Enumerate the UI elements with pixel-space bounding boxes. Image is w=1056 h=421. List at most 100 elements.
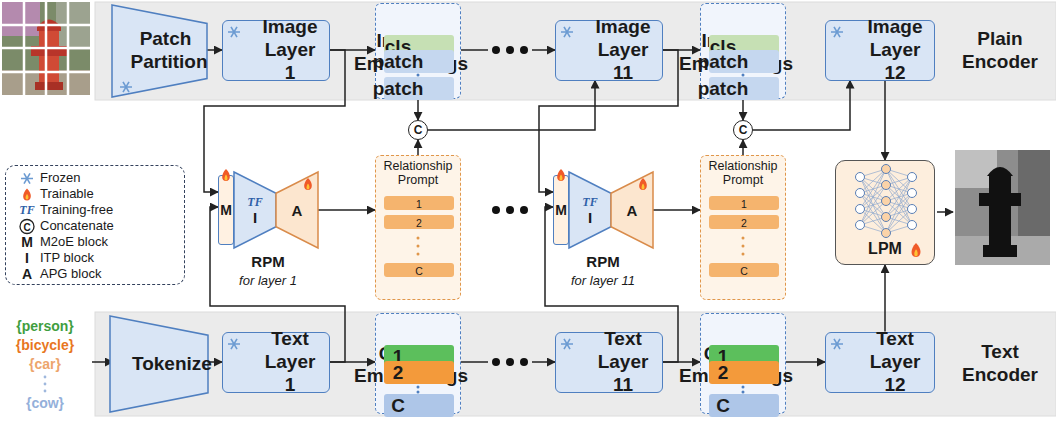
- frozen-layer-box-text: Image Layer 12: [862, 16, 928, 84]
- prompt-token-text: C: [740, 263, 748, 277]
- prompt-token-text: 2: [416, 215, 422, 229]
- patch-token-text: patch: [673, 48, 773, 74]
- frozen-layer-box: Text Layer 1: [222, 332, 330, 393]
- frozen-layer-box-text: Text Layer 1: [257, 328, 323, 396]
- frozen-layer-box-text: Text Layer 12: [862, 328, 928, 396]
- fire-icon-core: [225, 174, 228, 180]
- itp-block-text: TF: [247, 195, 262, 209]
- class-token: 2: [384, 361, 454, 384]
- band-grounds: [95, 2, 1056, 416]
- legend-text: Frozen: [40, 170, 80, 186]
- fire-icon-core: [26, 194, 29, 200]
- frozen-layer-box: Image Layer 1: [222, 20, 330, 81]
- ellipsis-patch: [488, 355, 532, 369]
- concatenate-circle-text: C: [414, 124, 423, 136]
- itp-block-text: I: [253, 209, 257, 226]
- patch-token: patch: [384, 77, 454, 100]
- legend-text: Trainable: [40, 186, 94, 202]
- snowflake-icon: [21, 173, 33, 183]
- prompt-token: 2: [709, 215, 779, 229]
- apg-block-shape: [276, 172, 318, 248]
- fire-icon: [912, 243, 921, 257]
- encoder-band-text: Plain Encoder: [950, 28, 1050, 74]
- itp-block-text: I: [588, 209, 592, 226]
- class-embedding-group: Class Embeddings12C: [375, 313, 461, 414]
- connector-arrow: [884, 81, 886, 161]
- module-caption: for layer 1: [239, 274, 297, 288]
- class-name: {car}: [29, 357, 61, 372]
- legend-box: FrozenTrainableTraining-freeConcatenateM…: [5, 165, 185, 285]
- connector-arrow: [786, 361, 825, 363]
- legend-symbol: M: [21, 235, 33, 250]
- legend-symbol: I: [25, 251, 29, 266]
- module-caption: for layer 11: [571, 274, 635, 288]
- concat-symbol: [20, 220, 34, 234]
- input-photo: [2, 2, 90, 95]
- patch-token-text: patch: [348, 75, 448, 101]
- output-arrow: [937, 211, 953, 213]
- network-neuron: [882, 213, 891, 222]
- legend-swatch: [14, 170, 40, 186]
- ellipsis-dot: [44, 390, 47, 393]
- class-token: 2: [709, 361, 779, 384]
- photo-flowers: [2, 2, 40, 36]
- prompt-token: 1: [709, 196, 779, 210]
- concatenate-circle: C: [408, 120, 428, 140]
- prompt-token: 2: [384, 215, 454, 229]
- snowflake-icon: [228, 26, 240, 36]
- legend-text: Training-free: [40, 202, 113, 218]
- ellipsis-dot: [492, 206, 500, 214]
- legend-row: Concatenate: [14, 218, 184, 234]
- patch-token-text: patch: [673, 75, 773, 101]
- ellipsis-dot: [492, 46, 500, 54]
- legend-symbol: TF: [19, 204, 34, 217]
- prompt-token-text: C: [415, 263, 423, 277]
- legend-swatch: [14, 250, 40, 266]
- m2oe-block: M: [218, 175, 234, 245]
- network-neuron: [856, 173, 865, 182]
- connector-arrow: [663, 361, 700, 363]
- itp-block-shape: [234, 172, 276, 248]
- m2oe-block-text: M: [555, 203, 567, 217]
- class-embedding-group: Class Embeddings12C: [700, 313, 786, 414]
- tokenize-block-text: Tokenize: [132, 353, 202, 376]
- ellipsis-dot: [742, 237, 745, 240]
- patch-token-text: patch: [348, 48, 448, 74]
- class-token-text: C: [348, 392, 448, 418]
- patch-token: patch: [384, 50, 454, 73]
- frozen-layer-box: Image Layer 11: [555, 20, 663, 81]
- layer-ellipsis: [492, 206, 528, 214]
- connector-arrow: [318, 209, 375, 211]
- class-name: {cow}: [26, 396, 64, 411]
- patch-grid: [2, 2, 90, 95]
- ellipsis-dot: [520, 358, 528, 366]
- ellipsis-dot: [417, 245, 420, 248]
- fire-icon: [23, 189, 31, 201]
- patch-partition-block-text: Patch Partition: [131, 28, 201, 74]
- legend-row: Frozen: [14, 170, 184, 186]
- legend-swatch: [14, 202, 40, 218]
- frozen-layer-box-text: Text Layer 11: [590, 328, 656, 396]
- apg-block: A: [276, 172, 318, 248]
- itp-block: TFI: [234, 172, 276, 248]
- ellipsis-dot: [506, 46, 514, 54]
- fire-icon: [557, 169, 565, 181]
- network-neuron: [882, 181, 891, 190]
- connector-arrow: [884, 265, 886, 332]
- frozen-layer-box-text: Image Layer 11: [590, 16, 656, 84]
- apg-block-shape: [611, 172, 653, 248]
- network-neuron: [882, 165, 891, 174]
- connector-arrow: [417, 140, 419, 155]
- legend-text: APG block: [40, 266, 101, 282]
- network-neuron: [908, 205, 917, 214]
- m2oe-block-text: M: [220, 203, 232, 217]
- network-link: [860, 201, 886, 225]
- fire-icon: [639, 178, 647, 190]
- fire-icon: [304, 178, 312, 190]
- ellipsis-dot: [44, 383, 47, 386]
- connector-arrow: [417, 99, 419, 120]
- snowflake-icon: [561, 26, 573, 36]
- relationship-prompt-group: Relationship Prompt12C: [700, 155, 786, 300]
- legend-symbol: C: [23, 221, 30, 232]
- legend-row: ITP block: [14, 250, 184, 266]
